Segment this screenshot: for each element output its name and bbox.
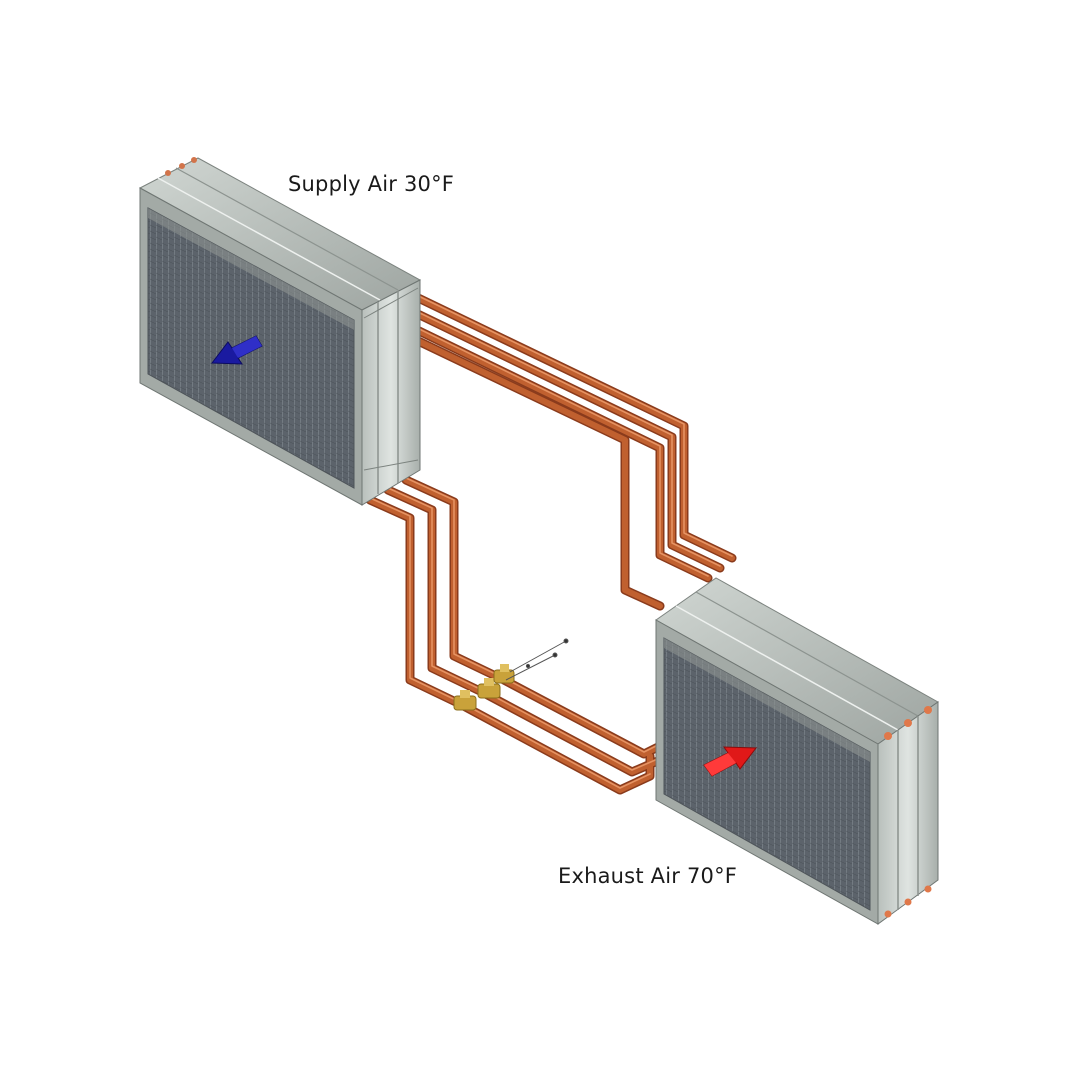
valve-icon [493,664,515,684]
supply-coil [138,157,422,506]
supply-arrow-icon [211,335,263,365]
valve-icon [477,678,501,699]
sensor-wires [505,638,569,681]
control-valves [453,638,569,711]
exhaust-coil [655,577,939,925]
exhaust-air-label: Exhaust Air 70°F [558,864,738,888]
supply-air-label: Supply Air 30°F [288,172,455,196]
upper-pipe-bundle [365,289,737,611]
lower-pipe-bundle [365,475,673,795]
exhaust-arrow-icon [703,746,757,777]
valve-icon [453,690,477,711]
